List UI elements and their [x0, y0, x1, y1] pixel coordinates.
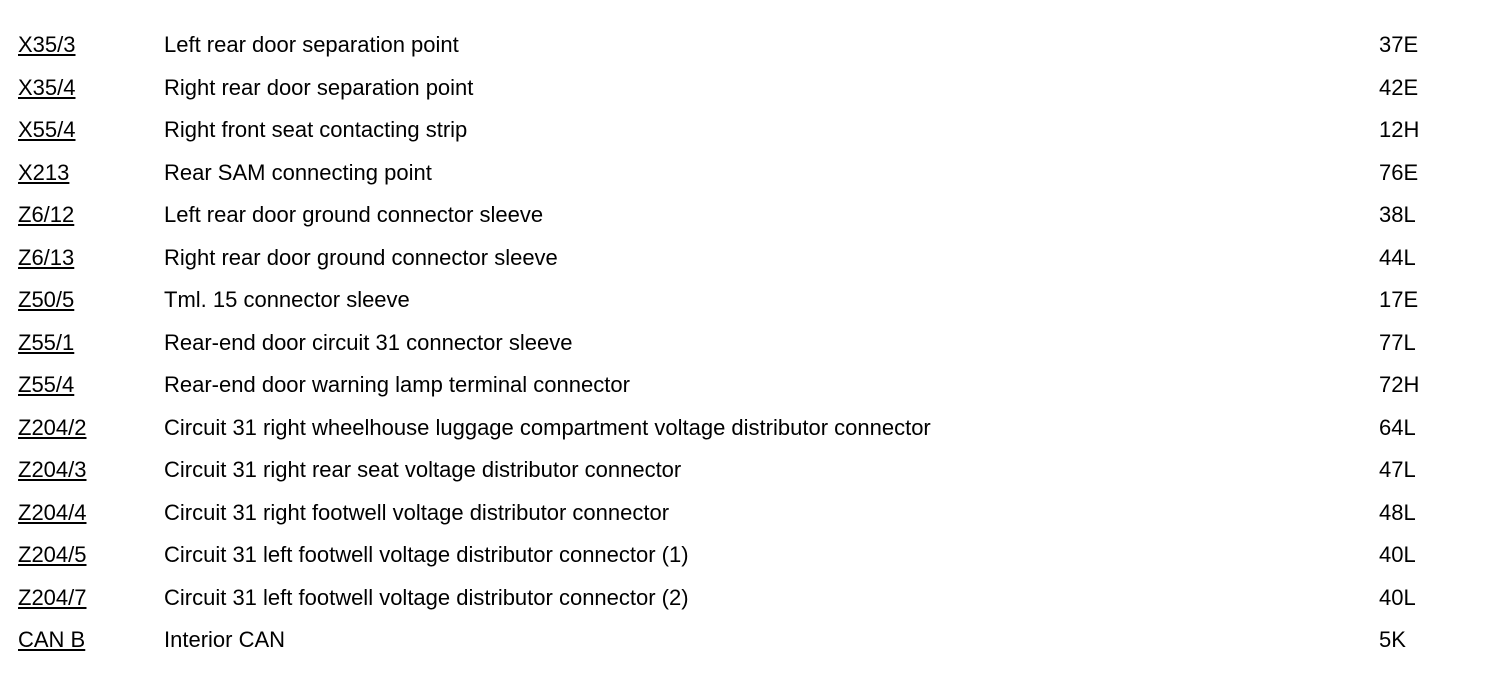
component-code-link[interactable]: X55/4 [18, 117, 76, 142]
grid-location: 40L [1379, 542, 1416, 567]
component-code-link[interactable]: X213 [18, 159, 70, 185]
grid-location: 77L [1379, 329, 1416, 355]
table-row: X55/4 Right front seat contacting strip … [0, 109, 1504, 152]
component-description: Rear SAM connecting point [164, 159, 432, 185]
component-description: Circuit 31 right rear seat voltage distr… [164, 457, 682, 482]
component-description: Circuit 31 right wheelhouse luggage comp… [164, 414, 931, 440]
component-description: Tml. 15 connector sleeve [164, 287, 410, 312]
table-row: Z204/7 Circuit 31 left footwell voltage … [0, 577, 1504, 620]
component-description: Interior CAN [164, 627, 286, 652]
grid-location: 37E [1379, 32, 1419, 57]
grid-location: 47L [1379, 457, 1416, 482]
component-description: Circuit 31 left footwell voltage distrib… [164, 584, 689, 610]
grid-location: 42E [1379, 74, 1419, 100]
table-row: Z204/4 Circuit 31 right footwell voltage… [0, 492, 1504, 535]
component-code-link[interactable]: Z204/7 [18, 584, 87, 610]
table-row: X35/4 Right rear door separation point 4… [0, 67, 1504, 110]
table-row: Z50/5 Tml. 15 connector sleeve 17E [0, 279, 1504, 322]
grid-location: 12H [1379, 117, 1420, 142]
grid-location: 64L [1379, 414, 1416, 440]
component-description: Right rear door separation point [164, 74, 474, 100]
component-code-link[interactable]: Z6/13 [18, 244, 75, 270]
component-code-link[interactable]: Z204/2 [18, 414, 87, 440]
table-row: X213 Rear SAM connecting point 76E [0, 152, 1504, 195]
component-description: Circuit 31 left footwell voltage distrib… [164, 542, 689, 567]
component-code-link[interactable]: X35/3 [18, 32, 76, 57]
grid-location: 44L [1379, 244, 1416, 270]
component-description: Left rear door ground connector sleeve [164, 202, 544, 227]
component-description: Circuit 31 right footwell voltage distri… [164, 499, 670, 525]
grid-location: 17E [1379, 287, 1419, 312]
table-row: Z204/5 Circuit 31 left footwell voltage … [0, 534, 1504, 577]
component-code-link[interactable]: Z55/1 [18, 329, 75, 355]
grid-location: 5K [1379, 627, 1406, 652]
grid-location: 76E [1379, 159, 1419, 185]
component-code-link[interactable]: Z204/3 [18, 457, 87, 482]
component-description: Right rear door ground connector sleeve [164, 244, 558, 270]
component-code-link[interactable]: Z6/12 [18, 202, 75, 227]
grid-location: 72H [1379, 372, 1420, 397]
grid-location: 38L [1379, 202, 1416, 227]
component-description: Rear-end door warning lamp terminal conn… [164, 372, 630, 397]
component-description: Rear-end door circuit 31 connector sleev… [164, 329, 573, 355]
component-code-link[interactable]: Z50/5 [18, 287, 75, 312]
table-row: Z204/2 Circuit 31 right wheelhouse lugga… [0, 407, 1504, 450]
table-row: Z55/1 Rear-end door circuit 31 connector… [0, 322, 1504, 365]
table-row: Z204/3 Circuit 31 right rear seat voltag… [0, 449, 1504, 492]
component-legend-table: X35/3 Left rear door separation point 37… [0, 24, 1504, 662]
grid-location: 40L [1379, 584, 1416, 610]
component-code-link[interactable]: Z55/4 [18, 372, 75, 397]
component-code-link[interactable]: Z204/4 [18, 499, 87, 525]
table-row: Z6/12 Left rear door ground connector sl… [0, 194, 1504, 237]
table-row: CAN B Interior CAN 5K [0, 619, 1504, 662]
component-code-link[interactable]: Z204/5 [18, 542, 87, 567]
table-row: Z6/13 Right rear door ground connector s… [0, 237, 1504, 280]
grid-location: 48L [1379, 499, 1416, 525]
table-row: Z55/4 Rear-end door warning lamp termina… [0, 364, 1504, 407]
component-code-link[interactable]: CAN B [18, 627, 86, 652]
component-description: Right front seat contacting strip [164, 117, 468, 142]
table-row: X35/3 Left rear door separation point 37… [0, 24, 1504, 67]
component-code-link[interactable]: X35/4 [18, 74, 76, 100]
component-description: Left rear door separation point [164, 32, 459, 57]
